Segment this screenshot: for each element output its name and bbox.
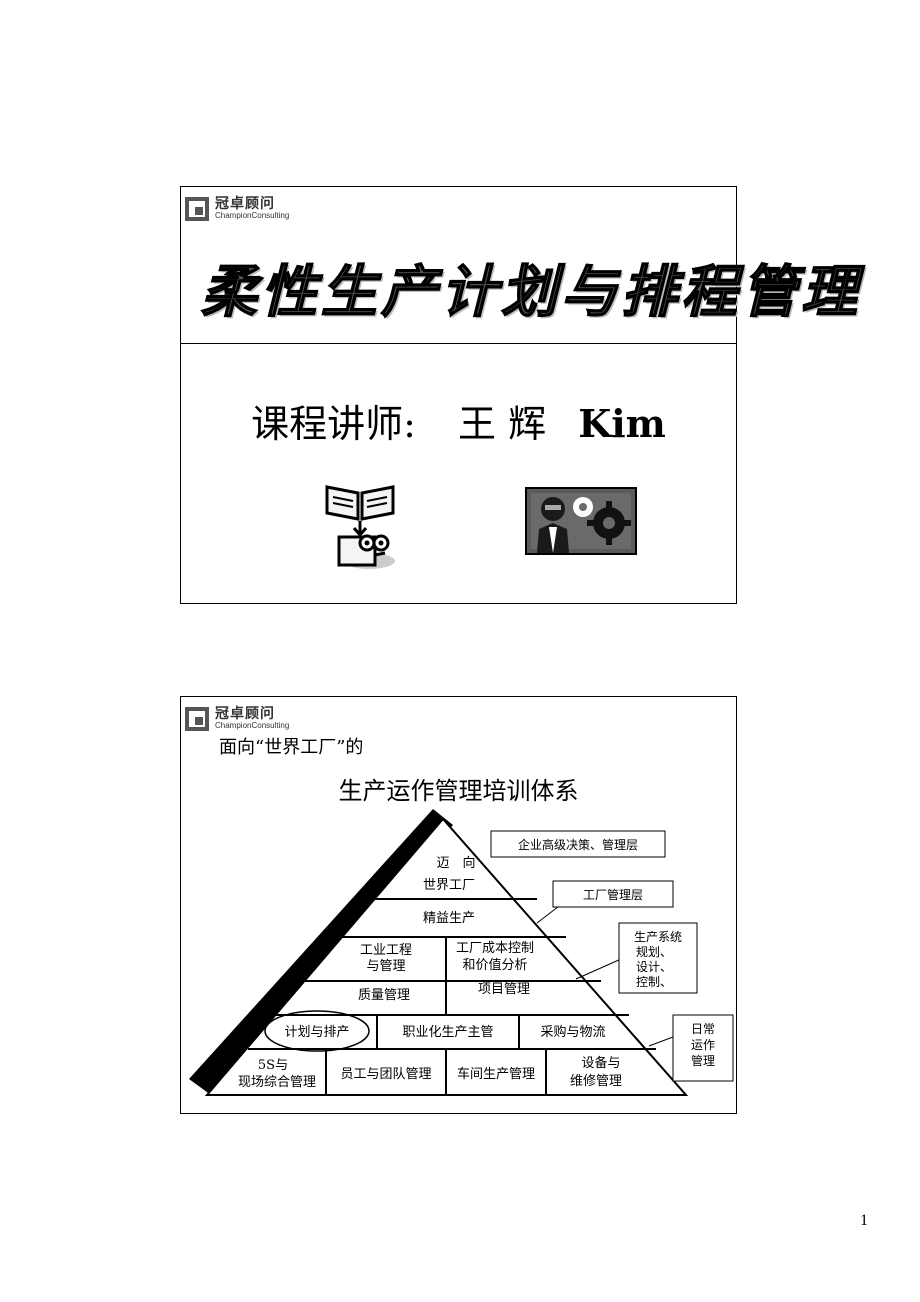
company-logo: 冠卓顾问 ChampionConsulting	[185, 701, 305, 737]
callout-daily-box	[672, 1014, 734, 1082]
book-reading-icon	[325, 485, 395, 569]
callout-daily-line3: 管理	[691, 1053, 715, 1068]
slide-title: 冠卓顾问 ChampionConsulting 柔性生产计划与排程管理 课程讲师…	[180, 186, 861, 604]
level6c-label: 车间生产管理	[457, 1066, 535, 1082]
callout-daily-line2: 运作	[691, 1038, 715, 1052]
level5b-label: 职业化生产主管	[402, 1025, 493, 1040]
slide-title: 生产运作管理培训体系	[338, 777, 579, 805]
pyramid-diagram: 迈 向 世界工厂 精益生产 工业工程 与管理 工厂成本控制 和价值分析 质量管理…	[189, 809, 734, 1096]
highlight-oval	[264, 1010, 370, 1052]
level6b-label: 员工与团队管理	[340, 1067, 431, 1082]
logo-mark-icon	[185, 707, 209, 731]
lecturer-label: 课程讲师:	[251, 402, 416, 446]
callout-factory-box	[552, 880, 674, 908]
lecturer-line: 课程讲师: 王 辉 Kim	[181, 393, 736, 448]
logo-english-text: ChampionConsulting	[215, 721, 290, 730]
callout-system-line3: 设计、	[636, 960, 672, 974]
level3a-line2: 与管理	[366, 959, 405, 974]
lecturer-name-en: Kim	[578, 401, 666, 446]
callout-factory-text: 工厂管理层	[583, 887, 643, 902]
logo-english-text: ChampionConsulting	[215, 211, 290, 220]
level4a-label: 质量管理	[358, 988, 410, 1003]
level5c-label: 采购与物流	[540, 1024, 605, 1040]
level2-label: 精益生产	[423, 911, 475, 926]
slide-heading: 面向“世界工厂”的	[219, 737, 364, 758]
logo-chinese-text: 冠卓顾问	[215, 706, 275, 722]
callout-system-line1: 生产系统	[634, 930, 682, 944]
level3b-line2: 和价值分析	[462, 957, 527, 973]
slide-training-system: 冠卓顾问 ChampionConsulting 面向“世界工厂”的 生产运作管理…	[180, 696, 737, 1114]
level3a-line1: 工业工程	[360, 943, 412, 958]
level6a-line2: 现场综合管理	[238, 1075, 316, 1090]
logo-chinese-text: 冠卓顾问	[215, 196, 275, 212]
level5a-label: 计划与排产	[284, 1025, 349, 1040]
callout-system-line4: 控制、	[636, 975, 672, 989]
company-logo: 冠卓顾问 ChampionConsulting	[185, 191, 305, 227]
level6d-line1: 设备与	[581, 1055, 620, 1071]
callout-daily-line1: 日常	[691, 1022, 715, 1036]
apex-line1: 迈 向	[436, 855, 475, 871]
lecturer-name-cn: 王 辉	[458, 402, 547, 446]
page-number: 1	[860, 1212, 868, 1229]
level4b-label: 项目管理	[478, 982, 530, 997]
level3b-line1: 工厂成本控制	[456, 941, 534, 956]
apex-line2: 世界工厂	[423, 878, 475, 893]
pyramid-edge-bar	[189, 809, 453, 1095]
logo-mark-icon	[185, 197, 209, 221]
course-title: 柔性生产计划与排程管理	[200, 258, 861, 326]
callout-system-line2: 规划、	[636, 944, 672, 959]
engineer-gears-icon	[525, 487, 637, 555]
callout-top-box	[490, 830, 666, 858]
level6a-line1: 5S与	[258, 1058, 288, 1073]
callout-system-box	[618, 922, 698, 994]
divider	[181, 343, 736, 344]
callout-top-text: 企业高级决策、管理层	[518, 837, 638, 852]
level6d-line2: 维修管理	[570, 1074, 622, 1089]
